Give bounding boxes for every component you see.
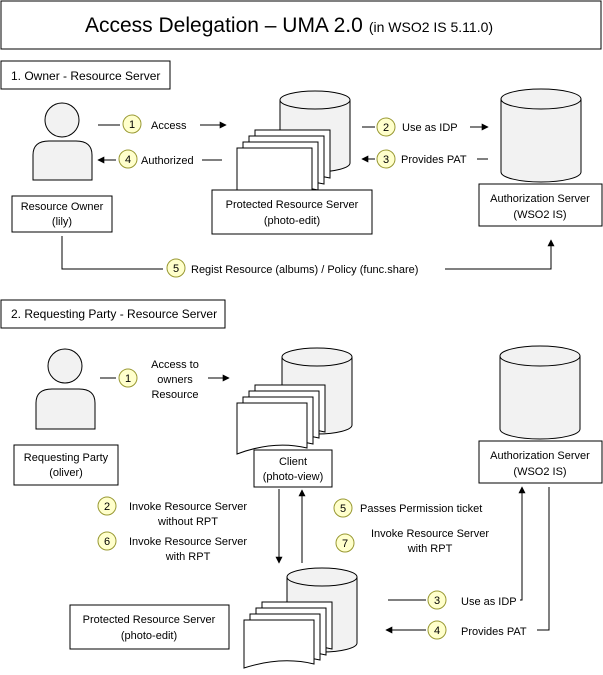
requesting-party-label: Requesting Party (oliver) [13, 444, 119, 486]
authorization-server-label: Authorization Server (WSO2 IS) [478, 440, 603, 484]
svg-text:Authorization Server: Authorization Server [490, 450, 590, 462]
svg-text:3: 3 [383, 154, 389, 166]
svg-text:1: 1 [129, 119, 135, 131]
svg-text:Invoke Resource Server: Invoke Resource Server [129, 536, 247, 548]
person-icon [32, 102, 93, 181]
svg-text:Passes Permission ticket: Passes Permission ticket [360, 503, 482, 515]
client-label: Client (photo-view) [253, 449, 333, 488]
svg-text:1. Owner - Resource Server: 1. Owner - Resource Server [11, 69, 160, 83]
svg-text:Provides PAT: Provides PAT [401, 154, 467, 166]
svg-text:6: 6 [104, 536, 110, 548]
svg-text:5: 5 [173, 263, 179, 275]
step-3-label: 3 Use as IDP [426, 590, 520, 610]
step-1-label: 1 Access to owners Resource [116, 356, 208, 402]
svg-text:Provides PAT: Provides PAT [461, 626, 527, 638]
svg-text:Invoke Resource Server: Invoke Resource Server [129, 501, 247, 513]
svg-text:owners: owners [157, 374, 193, 386]
svg-text:5: 5 [340, 503, 346, 515]
svg-text:with RPT: with RPT [165, 551, 211, 563]
svg-text:1: 1 [125, 373, 131, 385]
protected-resource-server-label: Protected Resource Server (photo-edit) [211, 189, 373, 235]
svg-text:(WSO2 IS): (WSO2 IS) [513, 466, 566, 478]
step-3-label: 3 Provides PAT [375, 149, 477, 169]
svg-text:(lily): (lily) [52, 216, 72, 228]
database-icon [500, 88, 582, 183]
svg-text:Authorization Server: Authorization Server [490, 193, 590, 205]
title-box: Access Delegation – UMA 2.0(in WSO2 IS 5… [0, 0, 602, 50]
svg-text:Resource Owner: Resource Owner [21, 201, 104, 213]
title-text: Access Delegation – UMA 2.0(in WSO2 IS 5… [85, 14, 493, 37]
documents-icon [236, 384, 326, 455]
svg-text:Protected Resource Server: Protected Resource Server [83, 614, 216, 626]
svg-text:(photo-edit): (photo-edit) [264, 215, 320, 227]
svg-text:Authorized: Authorized [141, 155, 194, 167]
svg-text:Protected Resource Server: Protected Resource Server [226, 199, 359, 211]
svg-text:(WSO2 IS): (WSO2 IS) [513, 209, 566, 221]
authorization-server-label: Authorization Server (WSO2 IS) [478, 183, 603, 227]
svg-text:Client: Client [279, 456, 307, 468]
svg-text:(oliver): (oliver) [49, 467, 83, 479]
step-6-label: 6 Invoke Resource Server with RPT [97, 531, 247, 563]
svg-text:2: 2 [104, 501, 110, 513]
svg-text:4: 4 [434, 625, 440, 637]
step-2-label: 2 Use as IDP [375, 117, 470, 137]
step-1-label: 1 Access [120, 114, 200, 134]
svg-text:(photo-view): (photo-view) [263, 471, 324, 483]
step-5-label: 5 Passes Permission ticket [333, 498, 482, 518]
step-5-label: 5 Regist Resource (albums) / Policy (fun… [163, 258, 445, 278]
person-icon [35, 348, 96, 430]
protected-resource-server-label: Protected Resource Server (photo-edit) [69, 604, 230, 650]
section2-header: 2. Requesting Party - Resource Server [0, 299, 226, 329]
step-7-label: 7 Invoke Resource Server with RPT [335, 528, 489, 555]
database-icon [499, 345, 581, 440]
svg-text:(photo-edit): (photo-edit) [121, 630, 177, 642]
section1-header: 1. Owner - Resource Server [0, 60, 171, 90]
svg-text:Requesting Party: Requesting Party [24, 452, 109, 464]
svg-text:2. Requesting Party - Resource: 2. Requesting Party - Resource Server [11, 307, 217, 321]
svg-text:7: 7 [342, 538, 348, 550]
svg-text:Resource: Resource [151, 389, 198, 401]
resource-owner-label: Resource Owner (lily) [11, 195, 113, 233]
documents-icon [236, 129, 331, 201]
svg-text:Access to: Access to [151, 359, 199, 371]
documents-icon [243, 601, 333, 669]
svg-text:with RPT: with RPT [407, 543, 453, 555]
svg-text:Use as IDP: Use as IDP [402, 122, 458, 134]
step-4-label: 4 Provides PAT [426, 620, 537, 640]
step-4-label: 4 Authorized [116, 149, 202, 169]
svg-text:4: 4 [125, 154, 131, 166]
svg-text:3: 3 [434, 595, 440, 607]
svg-text:Regist Resource (albums) / Pol: Regist Resource (albums) / Policy (func.… [191, 264, 418, 276]
svg-text:Access: Access [151, 120, 187, 132]
step-2-label: 2 Invoke Resource Server without RPT [97, 496, 247, 528]
svg-text:2: 2 [383, 122, 389, 134]
svg-text:Use as IDP: Use as IDP [461, 596, 517, 608]
svg-text:Invoke Resource Server: Invoke Resource Server [371, 528, 489, 540]
svg-text:without RPT: without RPT [157, 516, 218, 528]
